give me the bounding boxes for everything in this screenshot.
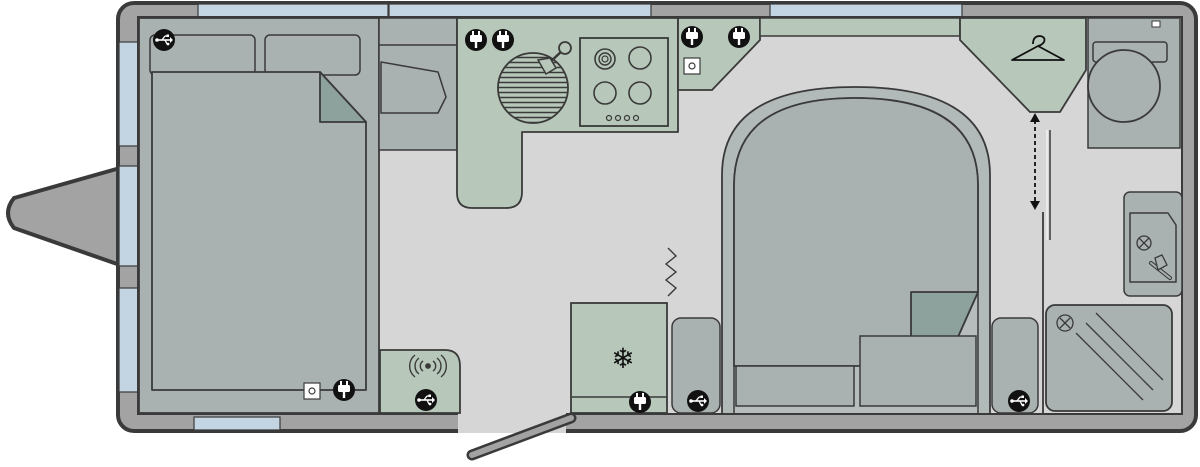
mains-socket-icon [629, 391, 651, 413]
window-front-3 [118, 287, 139, 393]
sink-grill [498, 53, 568, 123]
mains-socket-icon [492, 29, 514, 51]
seat-cushion-left [735, 365, 855, 407]
window-front-2 [118, 165, 139, 267]
heater-zigzag [664, 247, 678, 297]
usb-socket-icon [415, 389, 437, 411]
window-top-3 [769, 3, 963, 18]
window-front-1 [118, 41, 139, 147]
window-top-1 [197, 3, 389, 18]
arrow-head-up [1030, 113, 1040, 122]
mains-socket-icon [728, 26, 750, 48]
usb-socket-icon [153, 29, 175, 51]
duvet [151, 71, 367, 391]
fridge-unit [570, 302, 668, 414]
cushion-slanted [380, 61, 447, 114]
basin-bowl [1129, 212, 1177, 283]
tv-point-icon [683, 57, 701, 75]
router-unit [379, 349, 461, 414]
window-top-2 [388, 3, 652, 18]
mains-socket-icon [681, 26, 703, 48]
mains-socket-icon [333, 379, 355, 401]
flush-button [1151, 20, 1161, 28]
arrow-head-down [1030, 201, 1040, 210]
toilet-bowl [1087, 49, 1161, 123]
tv-point-icon [303, 382, 321, 400]
wardrobe [959, 17, 1087, 113]
door-leaf-inner [469, 415, 574, 458]
pillow-right [264, 34, 361, 76]
coat-hanger-icon [1011, 35, 1065, 61]
overhead-shelf [759, 17, 961, 37]
shower-tray [1045, 304, 1173, 412]
duvet-fold [319, 71, 367, 123]
window-bottom-1 [193, 416, 281, 431]
basin-tap-icon [1149, 254, 1172, 280]
windows [118, 3, 963, 431]
mains-socket-icon [465, 29, 487, 51]
shower-glass-lines [1075, 312, 1164, 401]
wifi-router-icon [409, 354, 447, 378]
seat-cushion-right [859, 335, 977, 407]
drawbar [6, 166, 122, 267]
hob-icon [579, 37, 669, 127]
sockets-layer [153, 26, 1030, 413]
usb-socket-icon [687, 390, 709, 412]
shower-drain-icon [1056, 314, 1074, 332]
side-seat-left [671, 317, 721, 414]
usb-socket-icon [1008, 390, 1030, 412]
sink-tap-icon [536, 41, 572, 76]
basin-drain-icon [1136, 235, 1152, 251]
fridge-snowflake-icon: ❄ [611, 342, 634, 375]
side-seat-right [991, 317, 1039, 414]
